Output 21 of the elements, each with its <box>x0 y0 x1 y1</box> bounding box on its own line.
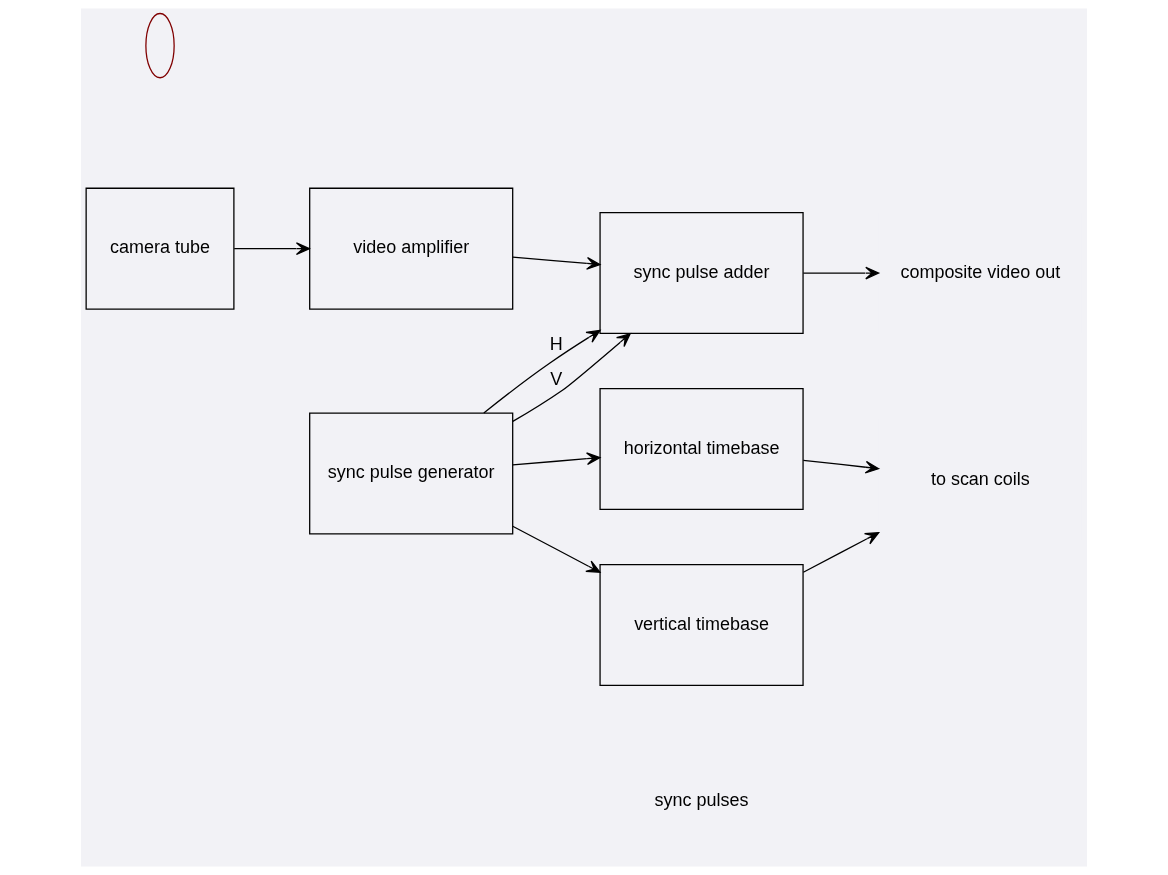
edge-label: V <box>550 369 563 390</box>
node-box: sync pulse generator <box>309 412 514 535</box>
arrow <box>512 452 601 466</box>
arrow <box>512 256 601 270</box>
arrow <box>512 333 631 422</box>
arrow <box>512 525 601 573</box>
arrow <box>802 266 880 280</box>
node-box: sync pulse adder <box>599 212 804 335</box>
node-ellipse <box>145 12 175 79</box>
node-box: video amplifier <box>309 187 514 310</box>
arrow <box>802 459 880 474</box>
node-text: to scan coils <box>930 468 1030 489</box>
arrow <box>233 242 310 256</box>
label: sync pulses <box>654 789 749 810</box>
node-box: horizontal timebase <box>599 388 804 511</box>
node-box: vertical timebase <box>599 564 804 687</box>
edge-label: H <box>549 334 563 355</box>
node-text: composite video out <box>900 261 1061 282</box>
node-box: camera tube <box>85 187 235 310</box>
arrow <box>483 329 601 414</box>
arrow <box>802 532 880 573</box>
